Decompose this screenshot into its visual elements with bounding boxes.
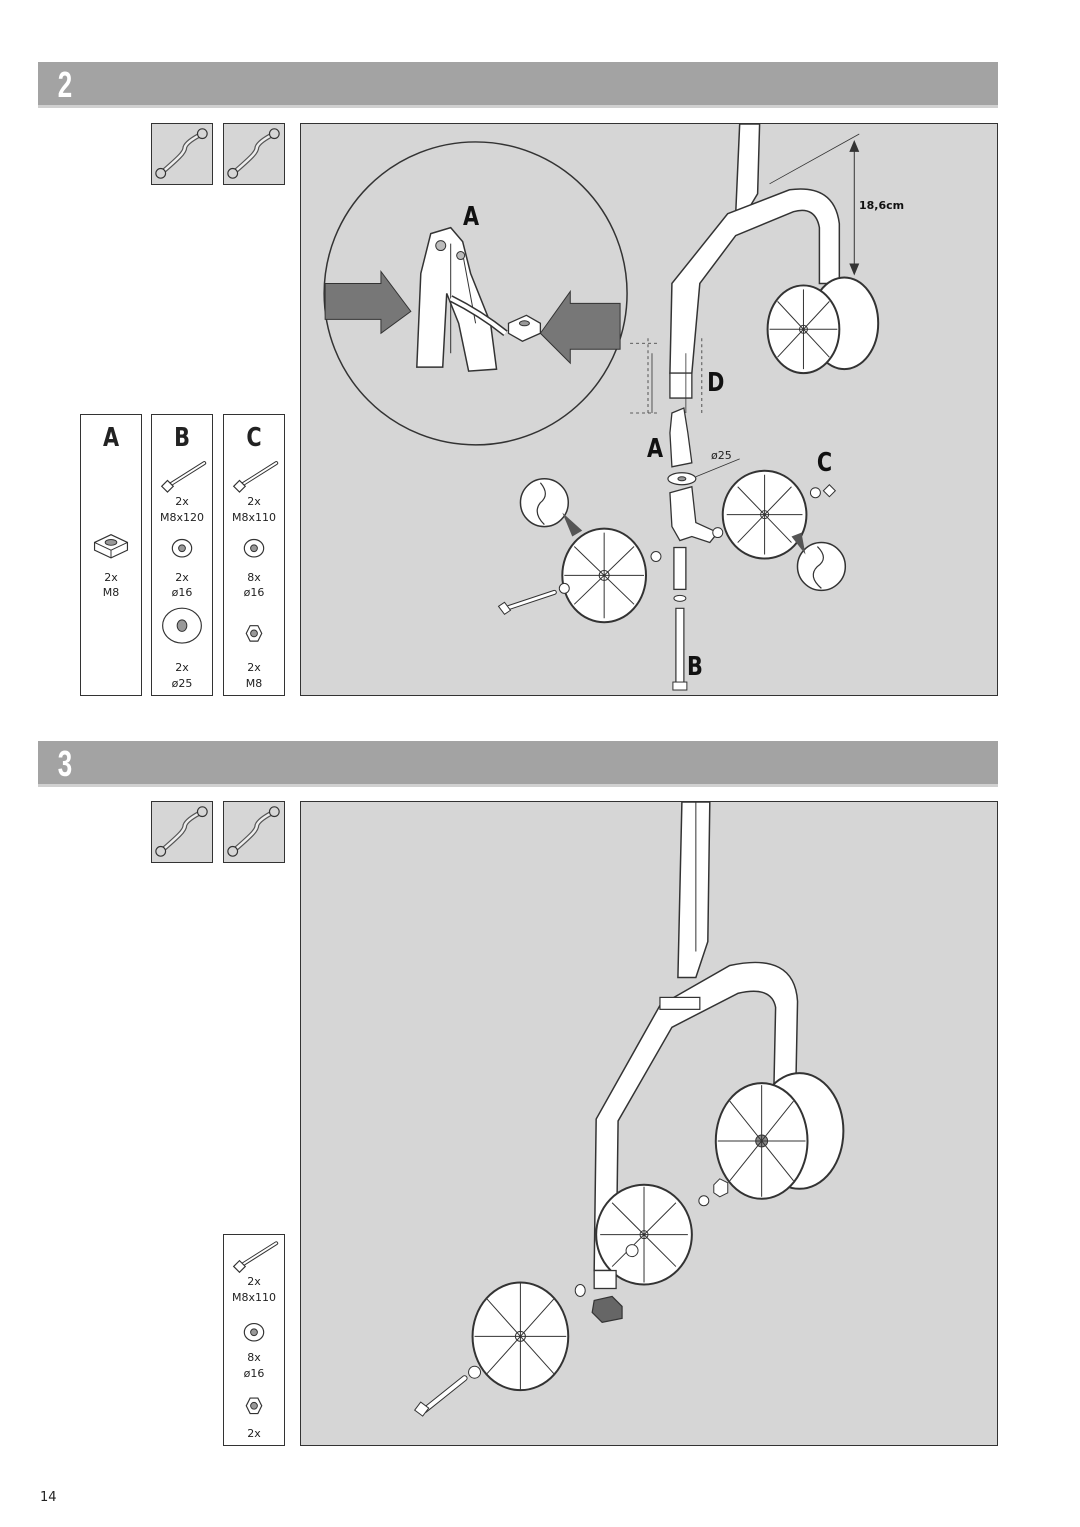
step-2-header: 2 bbox=[38, 62, 998, 108]
end-cap bbox=[591, 1295, 623, 1324]
washer-icon bbox=[243, 1322, 265, 1342]
part-qty: 2x bbox=[175, 495, 189, 508]
press-arrow-right bbox=[539, 289, 621, 365]
part-qty: 2x bbox=[175, 661, 189, 674]
u-frame bbox=[669, 188, 841, 374]
four-wheel-assembly-drawing bbox=[414, 802, 845, 1417]
bracket-a bbox=[669, 407, 693, 468]
step-2-illustration: A 18,6cm D A ø25 C B bbox=[300, 123, 998, 696]
part-qty: 2x bbox=[175, 571, 189, 584]
parts-column-c: C 2x M8x110 8x ø16 2x M8 bbox=[223, 414, 285, 696]
tool-box-wrench-2 bbox=[223, 123, 285, 185]
step-number: 3 bbox=[57, 743, 73, 784]
part-spec: M8 bbox=[102, 586, 120, 599]
wrench-icon bbox=[227, 806, 280, 857]
part-spec: ø16 bbox=[243, 1367, 265, 1380]
part-qty: 2x bbox=[247, 495, 261, 508]
part-spec: ø16 bbox=[243, 586, 265, 599]
square-nut-icon bbox=[93, 534, 129, 559]
u-frame bbox=[593, 961, 799, 1272]
large-washer-icon bbox=[162, 607, 202, 644]
bolt-icon bbox=[232, 1241, 279, 1274]
callout-d: D bbox=[707, 368, 725, 398]
part-qty: 8x bbox=[247, 571, 261, 584]
parts-column-b: B 2x M8x120 2x ø16 2x ø25 bbox=[151, 414, 213, 696]
part-spec: M8 bbox=[245, 677, 263, 690]
step-number: 2 bbox=[57, 64, 73, 105]
callout-c: C bbox=[816, 448, 833, 478]
step-3-parts-column: 2x M8x110 8x ø16 2x bbox=[223, 1234, 285, 1446]
hex-nut-icon bbox=[245, 625, 263, 642]
part-qty: 2x bbox=[104, 571, 118, 584]
callout-a: A bbox=[647, 434, 664, 464]
callout-detail-a: A bbox=[463, 202, 480, 232]
washer-diameter-label: ø25 bbox=[711, 449, 732, 462]
wrench-icon bbox=[155, 806, 208, 857]
page-number: 14 bbox=[40, 1490, 57, 1505]
part-spec: ø25 bbox=[171, 677, 193, 690]
wrench-icon bbox=[227, 128, 280, 179]
hex-nut-icon bbox=[245, 1397, 263, 1415]
parts-column-letter: C bbox=[246, 423, 262, 453]
wrench-icon bbox=[155, 128, 208, 179]
frame-wheel-assembly-drawing bbox=[323, 124, 880, 691]
part-qty: 2x bbox=[247, 661, 261, 674]
part-qty: 2x bbox=[247, 1275, 261, 1288]
square-nut bbox=[507, 314, 542, 342]
part-spec: M8x120 bbox=[160, 511, 204, 524]
step-3-header: 3 bbox=[38, 741, 998, 787]
tool-box-wrench-1 bbox=[151, 801, 213, 863]
part-spec: ø16 bbox=[171, 586, 193, 599]
parts-column-a: A 2x M8 bbox=[80, 414, 142, 696]
bolt-icon bbox=[160, 461, 207, 493]
step-3-illustration bbox=[300, 801, 998, 1446]
dimension-label: 18,6cm bbox=[859, 199, 905, 212]
bolt-icon bbox=[232, 461, 279, 493]
tool-box-wrench-2 bbox=[223, 801, 285, 863]
parts-column-letter: B bbox=[174, 423, 190, 453]
part-qty: 2x bbox=[247, 1427, 261, 1440]
callout-b: B bbox=[686, 652, 703, 682]
washer-icon bbox=[243, 538, 265, 558]
part-qty: 8x bbox=[247, 1351, 261, 1364]
press-arrow-left bbox=[324, 269, 412, 335]
tread-detail-right bbox=[796, 541, 847, 592]
part-spec: M8x110 bbox=[232, 511, 276, 524]
tool-box-wrench-1 bbox=[151, 123, 213, 185]
part-spec: M8x110 bbox=[232, 1291, 276, 1304]
washer-icon bbox=[171, 538, 193, 558]
parts-column-letter: A bbox=[102, 423, 120, 453]
tread-detail-left bbox=[519, 478, 570, 528]
